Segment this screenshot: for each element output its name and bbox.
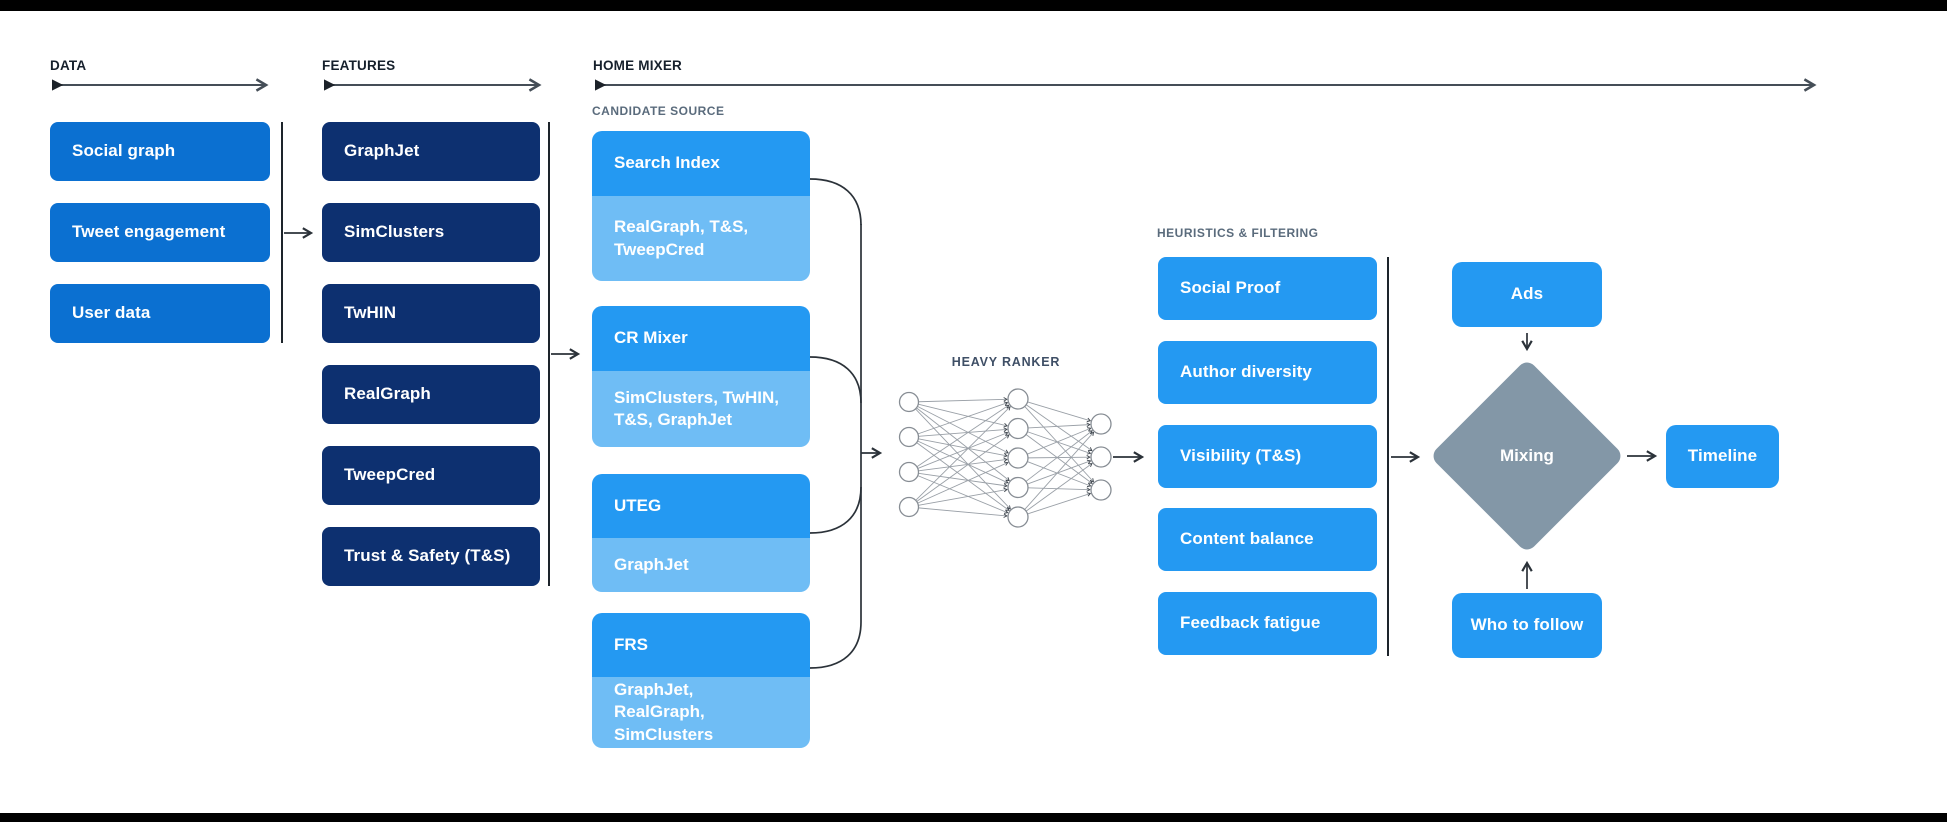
feature-card-simclusters: SimClusters — [322, 203, 540, 262]
candidate-card-uteg: UTEG GraphJet — [592, 474, 810, 592]
data-section-header: DATA — [50, 58, 87, 73]
top-black-bar — [0, 0, 1947, 11]
heavy-ranker-network — [898, 388, 1112, 528]
feature-card-graphjet: GraphJet — [322, 122, 540, 181]
candidate-card-title: UTEG — [592, 474, 810, 538]
candidate-card-title: CR Mixer — [592, 306, 810, 371]
mixing-diamond: Mixing — [1429, 358, 1625, 554]
bottom-black-bar — [0, 813, 1947, 822]
data-card-user-data: User data — [50, 284, 270, 343]
candidate-card-title: FRS — [592, 613, 810, 677]
candidate-bundle-curves — [809, 178, 862, 669]
feature-card-trust-safety: Trust & Safety (T&S) — [322, 527, 540, 586]
candidate-card-search-index: Search Index RealGraph, T&S, TweepCred — [592, 131, 810, 281]
filter-card-content-balance: Content balance — [1158, 508, 1377, 571]
data-card-tweet-engagement: Tweet engagement — [50, 203, 270, 262]
feature-card-twhin: TwHIN — [322, 284, 540, 343]
data-card-social-graph: Social graph — [50, 122, 270, 181]
ads-card: Ads — [1452, 262, 1602, 327]
feature-card-realgraph: RealGraph — [322, 365, 540, 424]
timeline-card: Timeline — [1666, 425, 1779, 488]
heuristics-filtering-label: HEURISTICS & FILTERING — [1157, 226, 1319, 240]
candidate-card-sources: SimClusters, TwHIN, T&S, GraphJet — [592, 371, 810, 447]
candidate-card-sources: GraphJet — [592, 538, 810, 592]
feature-card-tweepcred: TweepCred — [322, 446, 540, 505]
candidate-card-frs: FRS GraphJet, RealGraph, SimClusters — [592, 613, 810, 748]
filter-card-author-diversity: Author diversity — [1158, 341, 1377, 404]
filter-card-visibility: Visibility (T&S) — [1158, 425, 1377, 488]
filter-card-social-proof: Social Proof — [1158, 257, 1377, 320]
candidate-card-sources: GraphJet, RealGraph, SimClusters — [592, 677, 810, 748]
mixing-diamond-label: Mixing — [1500, 446, 1554, 465]
candidate-card-title: Search Index — [592, 131, 810, 196]
features-section-header: FEATURES — [322, 58, 396, 73]
candidate-card-cr-mixer: CR Mixer SimClusters, TwHIN, T&S, GraphJ… — [592, 306, 810, 447]
filter-card-feedback-fatigue: Feedback fatigue — [1158, 592, 1377, 655]
home-mixer-section-header: HOME MIXER — [593, 58, 683, 73]
heavy-ranker-label: HEAVY RANKER — [951, 355, 1061, 369]
candidate-source-label: CANDIDATE SOURCE — [592, 104, 725, 118]
candidate-card-sources: RealGraph, T&S, TweepCred — [592, 196, 810, 281]
who-to-follow-card: Who to follow — [1452, 593, 1602, 658]
